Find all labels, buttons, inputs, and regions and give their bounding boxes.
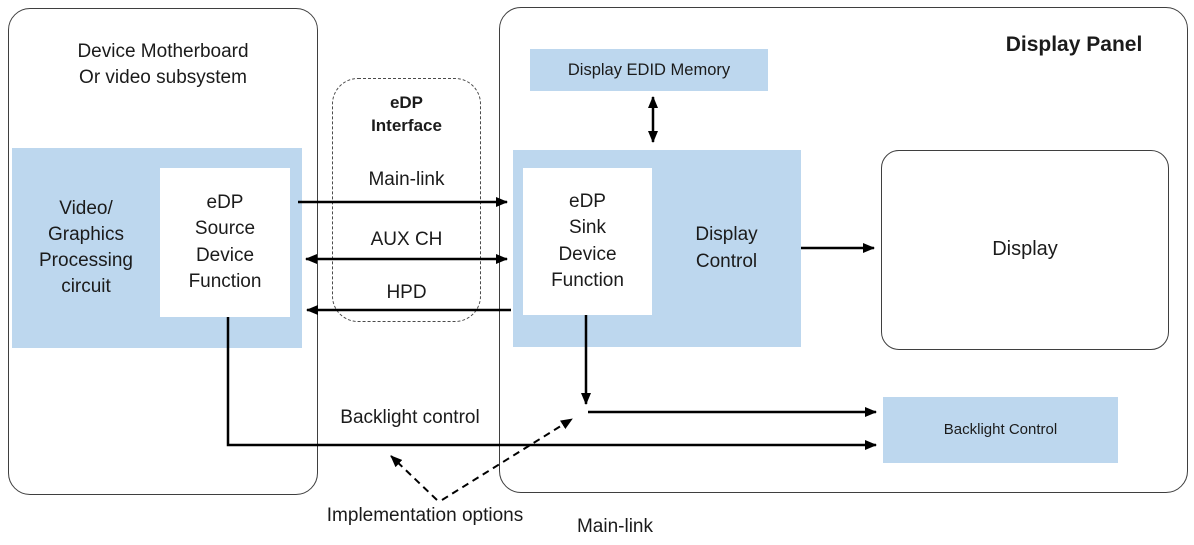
implementation-option-left-dashed-arrow [390, 455, 438, 501]
edp-sink-label: eDP Sink Device Function [551, 191, 624, 291]
display-node: Display [881, 150, 1169, 350]
edp-source-block [160, 168, 290, 317]
edid-memory-block: Display EDID Memory [530, 49, 768, 91]
main-link-bottom-annotation: Main-link [576, 515, 654, 537]
aux-ch-channel-label: AUX CH [370, 228, 443, 250]
video-graphics-label: Video/ Graphics Processing circuit [39, 197, 133, 298]
display-panel-title: Display Panel [1005, 32, 1143, 56]
edp-source-label: eDP Source Device Function [188, 192, 262, 292]
implementation-options-annotation: Implementation options [326, 504, 524, 526]
backlight-control-block: Backlight Control [883, 397, 1118, 463]
main-link-channel-label: Main-link [368, 168, 445, 190]
device-motherboard-title: Device Motherboard Or video subsystem [77, 40, 249, 88]
display-control-label: Display Control [695, 224, 758, 272]
edp-sink-block [523, 168, 652, 315]
hpd-channel-label: HPD [386, 281, 427, 303]
backlight-control-annotation: Backlight control [340, 406, 480, 428]
edp-interface-title: eDP Interface [371, 92, 442, 135]
